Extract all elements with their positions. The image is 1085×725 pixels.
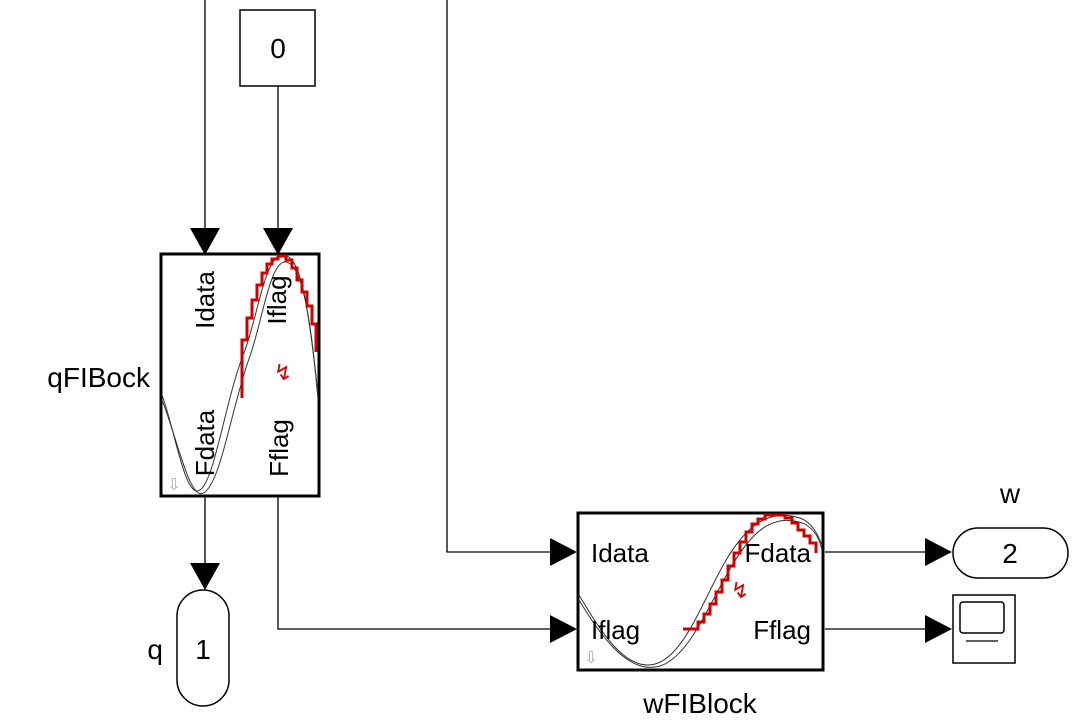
port-iflag-q: Iflag bbox=[262, 275, 292, 324]
w-fi-block[interactable]: ↯ ⇩ Idata Iflag Fdata Fflag bbox=[576, 511, 825, 672]
port-iflag-w: Iflag bbox=[591, 615, 640, 645]
outport-q-number: 1 bbox=[195, 634, 211, 665]
arrow-q-out bbox=[190, 563, 220, 590]
quantized-sine-icon bbox=[683, 513, 818, 631]
down-arrow-icon: ⇩ bbox=[584, 648, 597, 667]
arrow-iflag-q bbox=[263, 228, 293, 255]
quantized-sine-icon bbox=[240, 254, 318, 398]
scope-icon bbox=[959, 601, 1005, 634]
port-fflag-w: Fflag bbox=[753, 615, 811, 645]
constant-value: 0 bbox=[270, 33, 286, 64]
signal-line-idata-w[interactable] bbox=[446, 0, 550, 553]
scope-block[interactable] bbox=[952, 594, 1016, 664]
lightning-icon: ↯ bbox=[274, 361, 292, 386]
down-arrow-icon: ⇩ bbox=[167, 475, 180, 494]
arrow-scope bbox=[925, 615, 952, 643]
arrow-idata-w bbox=[550, 538, 577, 566]
port-fflag-q: Fflag bbox=[264, 419, 294, 477]
port-idata-w: Idata bbox=[591, 538, 649, 568]
arrow-iflag-w bbox=[550, 615, 577, 643]
port-fdata-w: Fdata bbox=[745, 538, 812, 568]
arrow-w-out bbox=[925, 538, 952, 566]
arrow-idata-q bbox=[190, 228, 220, 255]
w-block-name: wFIBlock bbox=[642, 688, 758, 719]
outport-q[interactable]: 1 bbox=[176, 589, 230, 707]
lightning-icon: ↯ bbox=[731, 579, 749, 604]
sine-wave-icon bbox=[578, 514, 823, 666]
signal-line-iflag-w[interactable] bbox=[277, 497, 550, 630]
outport-w[interactable]: 2 bbox=[952, 527, 1069, 579]
outport-w-name: w bbox=[999, 478, 1021, 509]
outport-q-name: q bbox=[147, 634, 163, 665]
constant-block[interactable]: 0 bbox=[239, 9, 316, 87]
port-idata-q: Idata bbox=[190, 271, 220, 329]
q-fi-block[interactable]: ↯ ⇩ Idata Iflag Fdata Fflag bbox=[159, 252, 321, 498]
outport-w-number: 2 bbox=[1002, 538, 1018, 569]
q-block-name: qFIBock bbox=[47, 362, 151, 393]
port-fdata-q: Fdata bbox=[190, 409, 220, 476]
